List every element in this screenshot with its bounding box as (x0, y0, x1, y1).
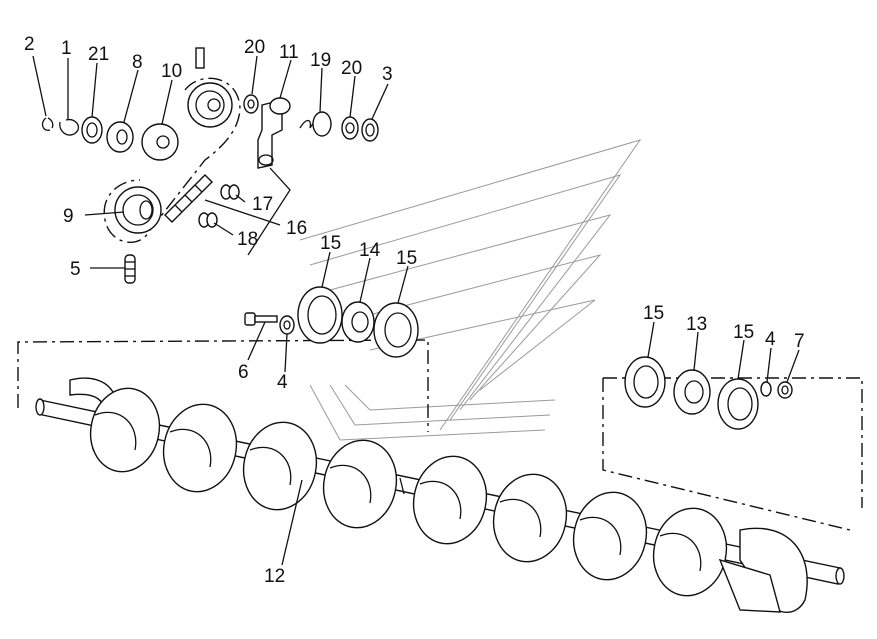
nut-7 (777, 381, 793, 399)
callout-1: 1 (61, 38, 72, 59)
callout-20-left: 20 (244, 37, 265, 58)
leader-lines (32, 55, 800, 566)
bearing-cover-15c (624, 356, 666, 408)
pin-top (195, 47, 205, 69)
washer-4-left (279, 315, 295, 335)
callout-4-right: 4 (765, 329, 776, 350)
callout-17: 17 (252, 194, 273, 215)
pin-5 (124, 254, 136, 284)
washer-21 (81, 116, 103, 144)
circlip-2 (41, 117, 54, 131)
callout-5: 5 (70, 259, 81, 280)
tensioner-arm-11 (257, 97, 291, 169)
bracket-lines (247, 167, 291, 256)
hub-8 (106, 121, 134, 153)
bearing-cover-15b (373, 302, 419, 358)
watermark-logo (299, 139, 642, 441)
auger-flights-right (412, 455, 808, 613)
washer-20-right (341, 116, 359, 140)
chain-segment (164, 174, 213, 223)
sprocket-9 (114, 186, 162, 234)
drive-chain (103, 77, 241, 243)
washer-20-left (243, 94, 259, 114)
callout-15-c: 15 (643, 303, 664, 324)
callout-11: 11 (279, 42, 299, 63)
auger-flights-left (69, 377, 398, 529)
link-18 (198, 212, 218, 228)
bearing-13 (673, 369, 711, 415)
callout-12: 12 (264, 566, 285, 587)
callout-4-left: 4 (277, 372, 288, 393)
callout-18: 18 (237, 229, 258, 250)
callout-2: 2 (24, 34, 35, 55)
bearing-14 (341, 301, 375, 343)
callout-labels: 2 1 21 8 10 20 11 19 20 3 9 17 16 18 5 1… (24, 34, 805, 587)
callout-21: 21 (88, 44, 109, 65)
callout-8: 8 (132, 52, 143, 73)
callout-20-right: 20 (341, 58, 362, 79)
callout-3: 3 (382, 64, 393, 85)
sprocket-10 (141, 123, 179, 161)
washer-4-right (760, 381, 772, 397)
callout-13: 13 (686, 314, 707, 335)
sprocket-upper (187, 82, 233, 128)
retaining-ring-1 (59, 118, 80, 136)
callout-9: 9 (63, 206, 74, 227)
bolt-6 (244, 312, 278, 326)
callout-15-a: 15 (320, 233, 341, 254)
spring-19 (299, 111, 332, 137)
callout-10: 10 (161, 61, 182, 82)
callout-14: 14 (359, 240, 381, 261)
callout-16: 16 (286, 218, 307, 239)
callout-15-d: 15 (733, 322, 754, 343)
bearing-cover-15d (717, 378, 759, 430)
callout-15-b: 15 (396, 248, 417, 269)
callout-19: 19 (310, 50, 331, 71)
ring-3 (361, 118, 379, 142)
link-17 (220, 184, 240, 200)
callout-7: 7 (794, 331, 805, 352)
bearing-cover-15a (297, 286, 343, 344)
callout-6: 6 (238, 362, 249, 383)
trough-outline-left (17, 339, 429, 432)
